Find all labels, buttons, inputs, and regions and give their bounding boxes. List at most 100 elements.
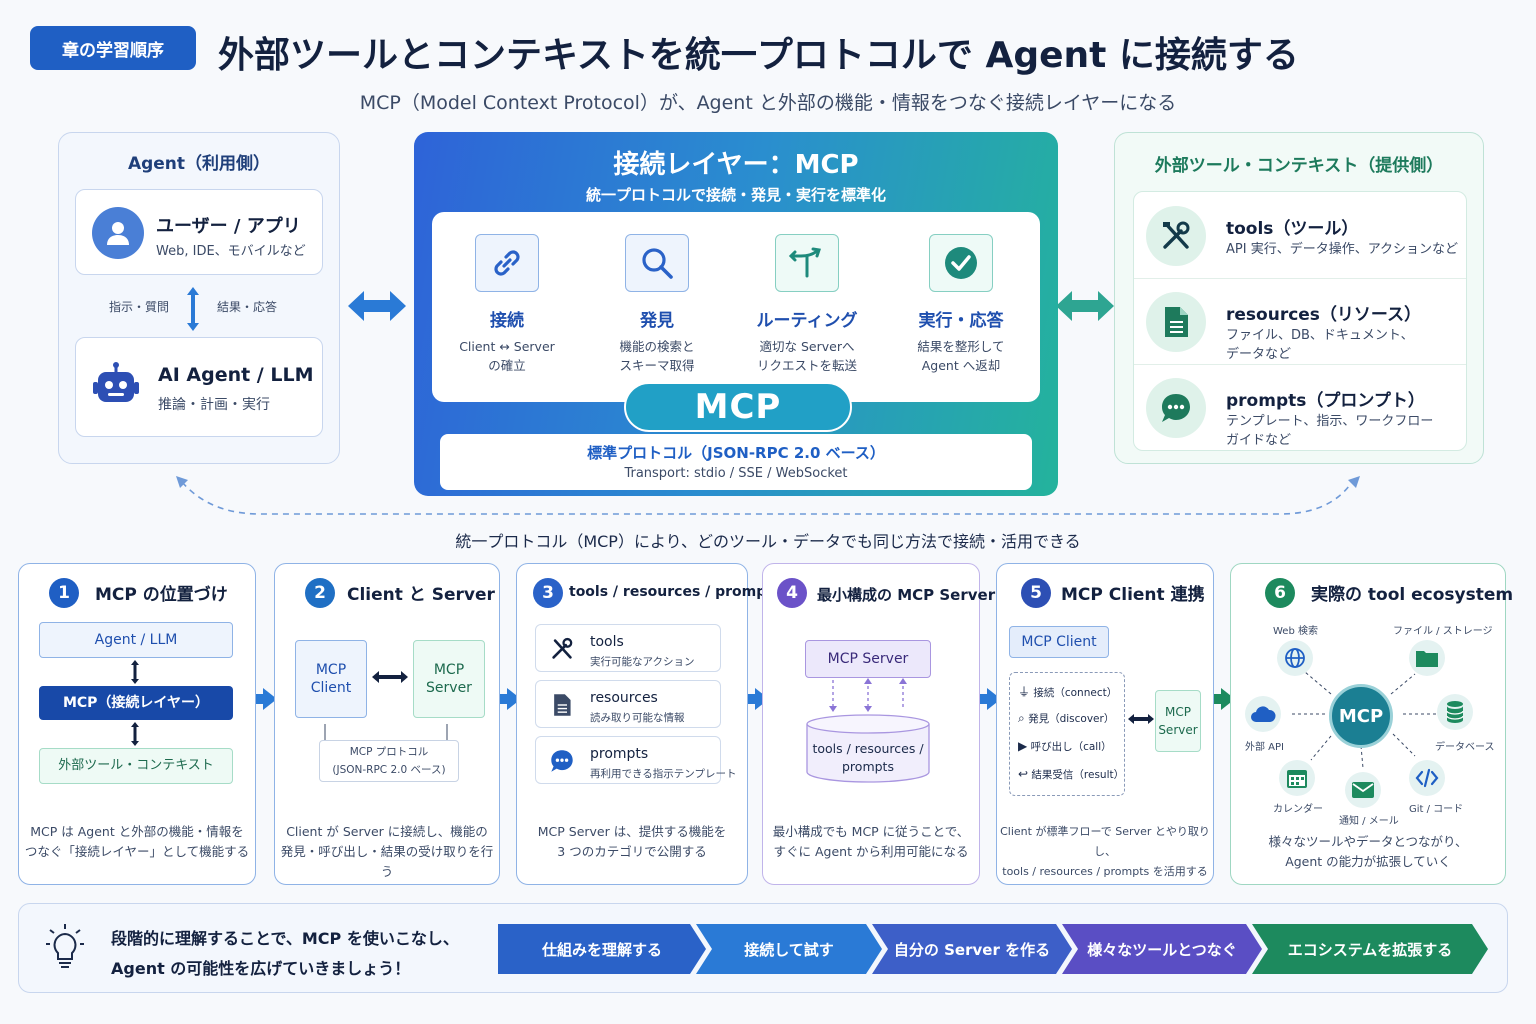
roadmap-step-5: エコシステムを拡張する bbox=[1252, 924, 1488, 974]
protocol-sub: (JSON-RPC 2.0 ベース) bbox=[332, 764, 446, 776]
transport-label: Transport: stdio / SSE / WebSocket bbox=[624, 466, 848, 481]
code-icon bbox=[1409, 760, 1445, 796]
panel-title: 最小構成の MCP Server bbox=[817, 586, 996, 604]
protocol-box: MCP プロトコル (JSON-RPC 2.0 ベース) bbox=[319, 740, 459, 782]
panel-title: MCP Client 連携 bbox=[1061, 585, 1205, 605]
op-label: 発見（discover） bbox=[1028, 713, 1115, 725]
plug-icon: ⏚ bbox=[1018, 685, 1031, 699]
storage-label-line: tools / resources / bbox=[812, 741, 924, 756]
left-double-arrow-icon bbox=[348, 291, 406, 321]
panel-desc: MCP は Agent と外部の機能・情報を bbox=[30, 824, 244, 839]
step-desc: Client ↔ Server bbox=[459, 339, 555, 354]
panel-desc: Client が Server に接続し、機能の bbox=[286, 824, 488, 839]
footer-line: 段階的に理解することで、MCP を使いこなし、 bbox=[111, 929, 459, 948]
step-discover: 発見 機能の検索とスキーマ取得 bbox=[592, 212, 722, 375]
panel-desc: 発見・呼び出し・結果の受け取りを行う bbox=[280, 844, 494, 879]
dashed-arrows bbox=[829, 678, 907, 712]
panel-4: 4 最小構成の MCP Server MCP Server tools / re… bbox=[762, 563, 995, 885]
step-desc: Agent へ返却 bbox=[921, 358, 1001, 373]
panel-1: 1 MCP の位置づけ Agent / LLM MCP（接続レイヤー） 外部ツー… bbox=[18, 563, 256, 885]
op-label: 呼び出し（call） bbox=[1030, 741, 1112, 753]
op-connect: ⏚ 接続（connect） bbox=[1018, 683, 1117, 700]
footer-message: 段階的に理解することで、MCP を使いこなし、 Agent の可能性を広げていきま… bbox=[111, 924, 459, 984]
updown-arrow-icon bbox=[131, 660, 139, 684]
user-desc: Web, IDE、モバイルなど bbox=[156, 244, 306, 259]
bidirectional-arrow-icon bbox=[372, 671, 408, 683]
panel-desc: Agent の能力が拡張していく bbox=[1285, 854, 1451, 869]
mcp-pill: MCP bbox=[624, 382, 852, 432]
provider-item-prompts: prompts（プロンプト） テンプレート、指示、ワークフローガイドなど bbox=[1134, 364, 1466, 450]
search-icon bbox=[625, 234, 689, 292]
storage-label: tools / resources /prompts bbox=[805, 740, 931, 776]
mcp-server-box: MCP Server bbox=[1155, 690, 1201, 752]
panel-desc: 最小構成でも MCP に従うことで、 bbox=[772, 824, 970, 839]
ecosystem-links bbox=[1289, 671, 1437, 769]
panel-desc: 3 つのカテゴリで公開する bbox=[557, 844, 707, 859]
panel-desc: tools / resources / prompts を活用する bbox=[1002, 865, 1208, 878]
panel-title: Client と Server bbox=[347, 585, 495, 605]
step-desc: スキーマ取得 bbox=[619, 358, 695, 373]
footer-line: Agent の可能性を広げていきましょう！ bbox=[111, 959, 411, 978]
mcp-client-box: MCP Client bbox=[1009, 626, 1109, 658]
route-icon bbox=[775, 234, 839, 292]
mail-icon bbox=[1345, 772, 1381, 808]
user-card: ユーザー / アプリ Web, IDE、モバイルなど bbox=[75, 189, 323, 275]
document-icon bbox=[1146, 292, 1206, 352]
chat-icon bbox=[1146, 378, 1206, 438]
panel-desc: つなぐ「接続レイヤー」として機能する bbox=[24, 844, 250, 859]
node-label-notification: 通知 / メール bbox=[1339, 816, 1399, 827]
step-title: ルーティング bbox=[756, 311, 858, 331]
chat-icon bbox=[548, 747, 576, 775]
standard-protocol-box: 標準プロトコル（JSON-RPC 2.0 ベース） Transport: std… bbox=[440, 434, 1032, 490]
node-label-calendar: カレンダー bbox=[1273, 804, 1323, 815]
agent-side-panel: Agent（利用側） ユーザー / アプリ Web, IDE、モバイルなど 指示… bbox=[58, 132, 340, 464]
ecosystem-hub: MCP bbox=[1329, 684, 1393, 748]
tool-title: prompts bbox=[590, 746, 649, 762]
step-desc: リクエストを転送 bbox=[756, 358, 857, 373]
tool-desc: 実行可能なアクション bbox=[590, 656, 695, 668]
roadmap-step-2: 接続して試す bbox=[696, 924, 882, 974]
agent-side-title: Agent（利用側） bbox=[127, 154, 271, 174]
play-icon: ▶ bbox=[1018, 739, 1028, 753]
protocol-note: 統一プロトコル（MCP）により、どのツール・データでも同じ方法で接続・活用できる bbox=[455, 532, 1081, 551]
lightbulb-icon bbox=[46, 924, 84, 968]
provider-item-resources: resources（リソース） ファイル、DB、ドキュメント、データなど bbox=[1134, 278, 1466, 364]
op-label: 接続（connect） bbox=[1033, 687, 1118, 699]
provider-item-desc: ファイル、DB、ドキュメント、 bbox=[1226, 328, 1414, 343]
protocol-label: MCP プロトコル bbox=[349, 746, 429, 758]
panel-number: 4 bbox=[777, 578, 807, 608]
check-icon bbox=[929, 234, 993, 292]
roadmap-step-1: 仕組みを理解する bbox=[498, 924, 706, 974]
panel-desc: 様々なツールやデータとつながり、 bbox=[1268, 834, 1468, 849]
tools-icon bbox=[548, 635, 576, 663]
bidirectional-arrow-icon bbox=[1128, 714, 1154, 724]
step-title: 接続 bbox=[490, 311, 524, 331]
mcp-server-box: MCP Server bbox=[413, 640, 485, 718]
document-icon bbox=[548, 691, 576, 719]
panel-6: 6 実際の tool ecosystem MCP Web 検索 ファイル / ス… bbox=[1230, 563, 1513, 885]
robot-icon bbox=[92, 360, 140, 410]
layer-agent-box: Agent / LLM bbox=[39, 622, 233, 658]
panel-title: tools / resources / prompts bbox=[569, 584, 782, 600]
step-desc: 適切な Serverへ bbox=[759, 339, 855, 354]
provider-item-desc: API 実行、データ操作、アクションなど bbox=[1226, 242, 1459, 257]
node-label-git: Git / コード bbox=[1409, 804, 1464, 815]
page-title: 外部ツールとコンテキストを統一プロトコルで Agent に接続する bbox=[218, 35, 1299, 76]
result-label: 結果・応答 bbox=[217, 300, 278, 314]
layer-external-box: 外部ツール・コンテキスト bbox=[39, 748, 233, 784]
panel-5: 5 MCP Client 連携 MCP Client ⏚ 接続（connect）… bbox=[996, 563, 1214, 885]
chapter-badge: 章の学習順序 bbox=[30, 26, 196, 70]
provider-item-title: tools（ツール） bbox=[1226, 219, 1359, 239]
layer-mcp-box: MCP（接続レイヤー） bbox=[39, 686, 233, 720]
agent-desc: 推論・計画・実行 bbox=[158, 397, 270, 413]
right-double-arrow-icon bbox=[1056, 291, 1114, 321]
step-desc: 機能の検索と bbox=[619, 339, 695, 354]
cloud-icon bbox=[1245, 696, 1281, 732]
folder-icon bbox=[1409, 640, 1445, 676]
node-label-external-api: 外部 API bbox=[1245, 742, 1284, 753]
